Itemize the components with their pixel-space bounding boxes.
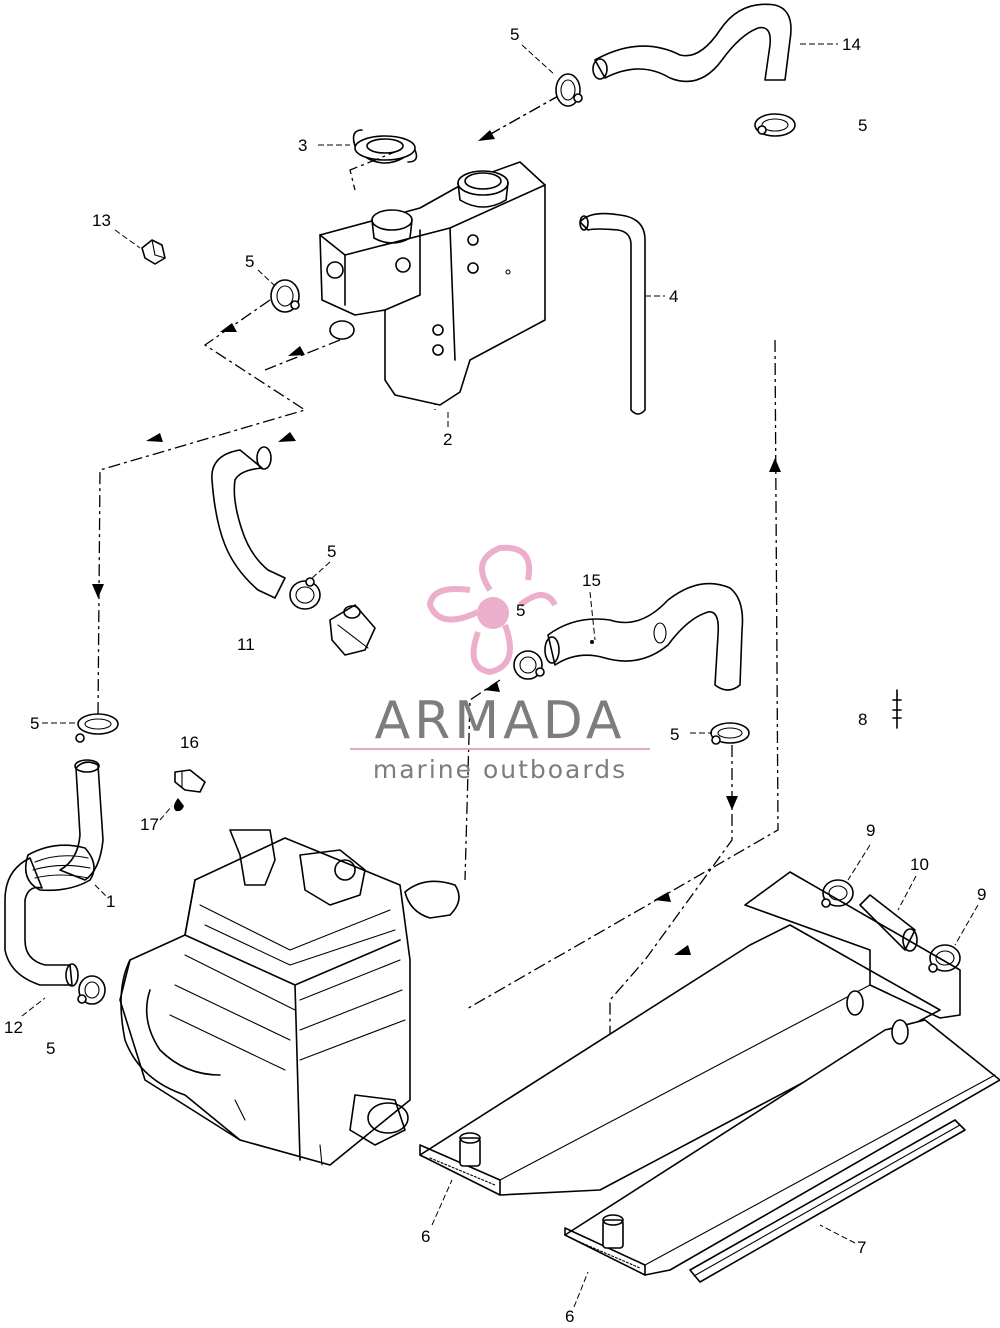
hose-4 (579, 212, 646, 415)
fitting-13 (141, 239, 166, 265)
callout-9: 9 (866, 821, 875, 840)
callout-6: 6 (565, 1307, 574, 1326)
callout-5: 5 (516, 601, 525, 620)
heat-exchanger-6-lower (564, 1019, 1000, 1276)
hose-14 (592, 3, 792, 83)
callout-5: 5 (30, 714, 39, 733)
clamp-5-hose11 (289, 577, 321, 610)
callout-1: 1 (106, 892, 115, 911)
callout-5: 5 (245, 252, 254, 271)
hose-1 (24, 759, 104, 892)
clamp-9-b (928, 944, 961, 973)
hose-15 (544, 582, 744, 691)
callout-16: 16 (180, 733, 199, 752)
callout-12: 12 (4, 1018, 23, 1037)
callout-labels: 5 14 5 3 13 5 4 2 5 15 11 5 5 8 16 17 9 … (4, 25, 986, 1326)
brand-name: ARMADA (375, 691, 626, 751)
callout-4: 4 (669, 287, 678, 306)
mounting-plate (744, 871, 961, 1019)
thermostat-housing (329, 604, 376, 656)
callout-5: 5 (46, 1039, 55, 1058)
clamp-5-tank (270, 279, 300, 313)
clamp-5-center (513, 650, 545, 680)
callout-15: 15 (582, 571, 601, 590)
engine (119, 829, 460, 1166)
washer-17 (173, 798, 184, 812)
callout-5: 5 (327, 542, 336, 561)
brand-tagline: marine outboards (373, 755, 627, 784)
sensor-16 (174, 769, 206, 793)
callout-5: 5 (670, 725, 679, 744)
clamp-5-left (75, 713, 119, 743)
propeller-logo-icon (426, 544, 558, 676)
hose-11 (211, 446, 286, 599)
clamp-5-right (710, 722, 750, 745)
clamp-5-lower (77, 975, 106, 1005)
seal-strip-7 (689, 1119, 966, 1283)
armada-watermark: 5 ARMADA marine outboards (350, 544, 650, 784)
callout-11: 11 (237, 635, 255, 654)
callout-9: 9 (977, 885, 986, 904)
callout-2: 2 (443, 430, 452, 449)
callout-14: 14 (842, 35, 861, 54)
hose-12 (4, 857, 79, 987)
bleeder-8 (892, 689, 902, 729)
callout-5: 5 (858, 116, 867, 135)
callout-7: 7 (857, 1238, 866, 1257)
heat-exchanger-6-upper (419, 924, 941, 1196)
leader-lines (21, 43, 979, 1308)
callout-10: 10 (910, 855, 929, 874)
callout-5: 5 (510, 25, 519, 44)
callout-17: 17 (140, 815, 159, 834)
callout-13: 13 (92, 211, 111, 230)
callout-3: 3 (298, 136, 307, 155)
callout-8: 8 (858, 710, 867, 729)
cap-3 (352, 129, 418, 164)
hose-10 (859, 894, 918, 952)
clamp-9-a (821, 879, 854, 908)
clamp-5-top (555, 73, 583, 107)
expansion-tank-2 (319, 161, 546, 406)
clamp-5-top-right (754, 113, 796, 137)
callout-6: 6 (421, 1227, 430, 1246)
